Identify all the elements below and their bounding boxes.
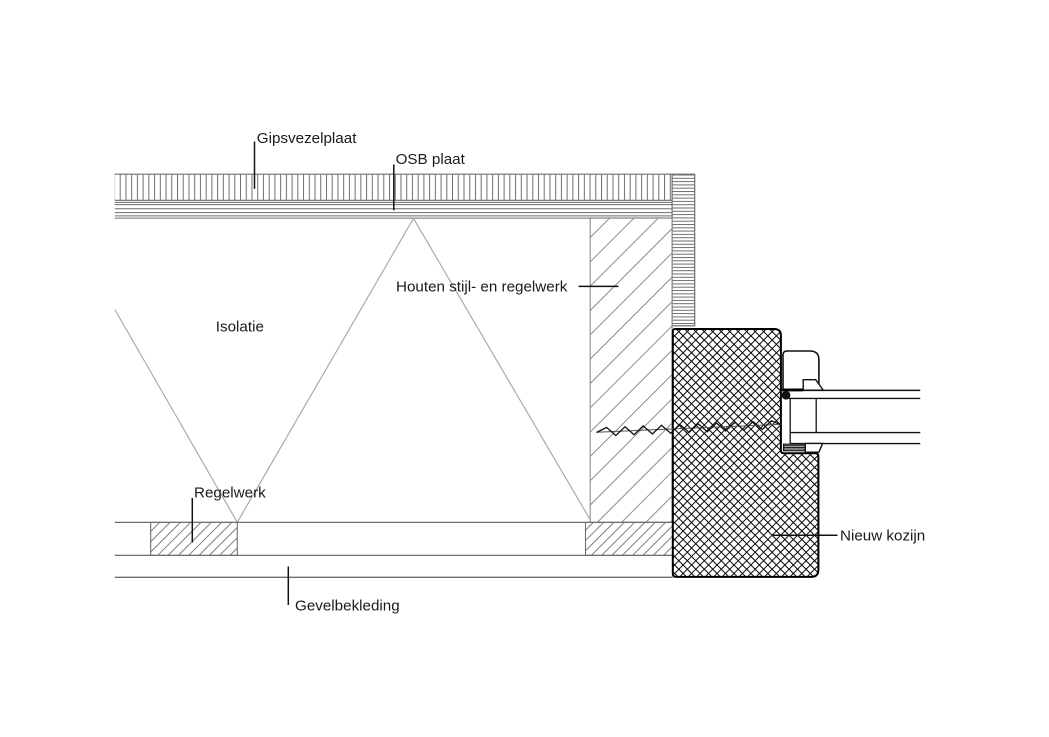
- svg-text:OSB plaat: OSB plaat: [396, 151, 466, 168]
- svg-text:Regelwerk: Regelwerk: [194, 485, 266, 502]
- svg-text:Isolatie: Isolatie: [216, 319, 264, 336]
- svg-text:Gevelbekleding: Gevelbekleding: [295, 597, 400, 614]
- svg-text:Gipsvezelplaat: Gipsvezelplaat: [257, 130, 357, 147]
- svg-text:Houten stijl- en regelwerk: Houten stijl- en regelwerk: [396, 279, 568, 296]
- svg-text:Nieuw kozijn: Nieuw kozijn: [840, 527, 925, 544]
